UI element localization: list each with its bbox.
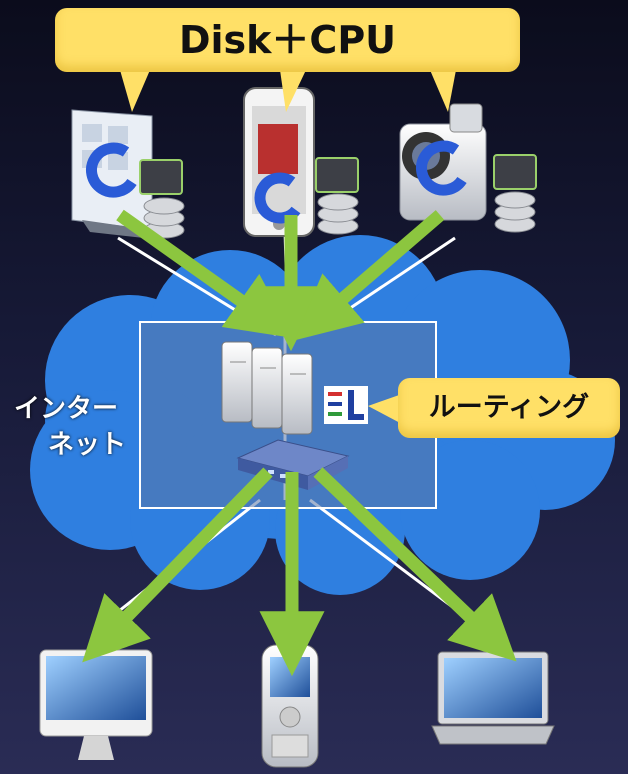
data-flow-arrows [82, 209, 517, 677]
callout-pointers [120, 70, 456, 424]
desktop-monitor-icon [39, 649, 153, 760]
disk-stack-icon [143, 191, 536, 239]
laptop-icon [431, 651, 555, 745]
internet-label-line1: インター [14, 394, 119, 424]
server-rack-icon [221, 341, 313, 435]
cpu-chip-icon [139, 154, 537, 195]
arrow-router-to-laptop [313, 467, 517, 662]
arrow-router-to-desktop [82, 467, 273, 663]
arrow-tablet-to-router [116, 209, 294, 339]
logo-icon [324, 386, 368, 424]
video-camera-icon [399, 103, 487, 221]
internet-label-line2: ネット [48, 430, 127, 460]
title-callout: Disk＋CPU [55, 8, 520, 72]
routing-callout: ルーティング [398, 378, 620, 438]
arrow-camera-to-router [294, 210, 445, 341]
mobile-phone-icon [261, 644, 319, 768]
